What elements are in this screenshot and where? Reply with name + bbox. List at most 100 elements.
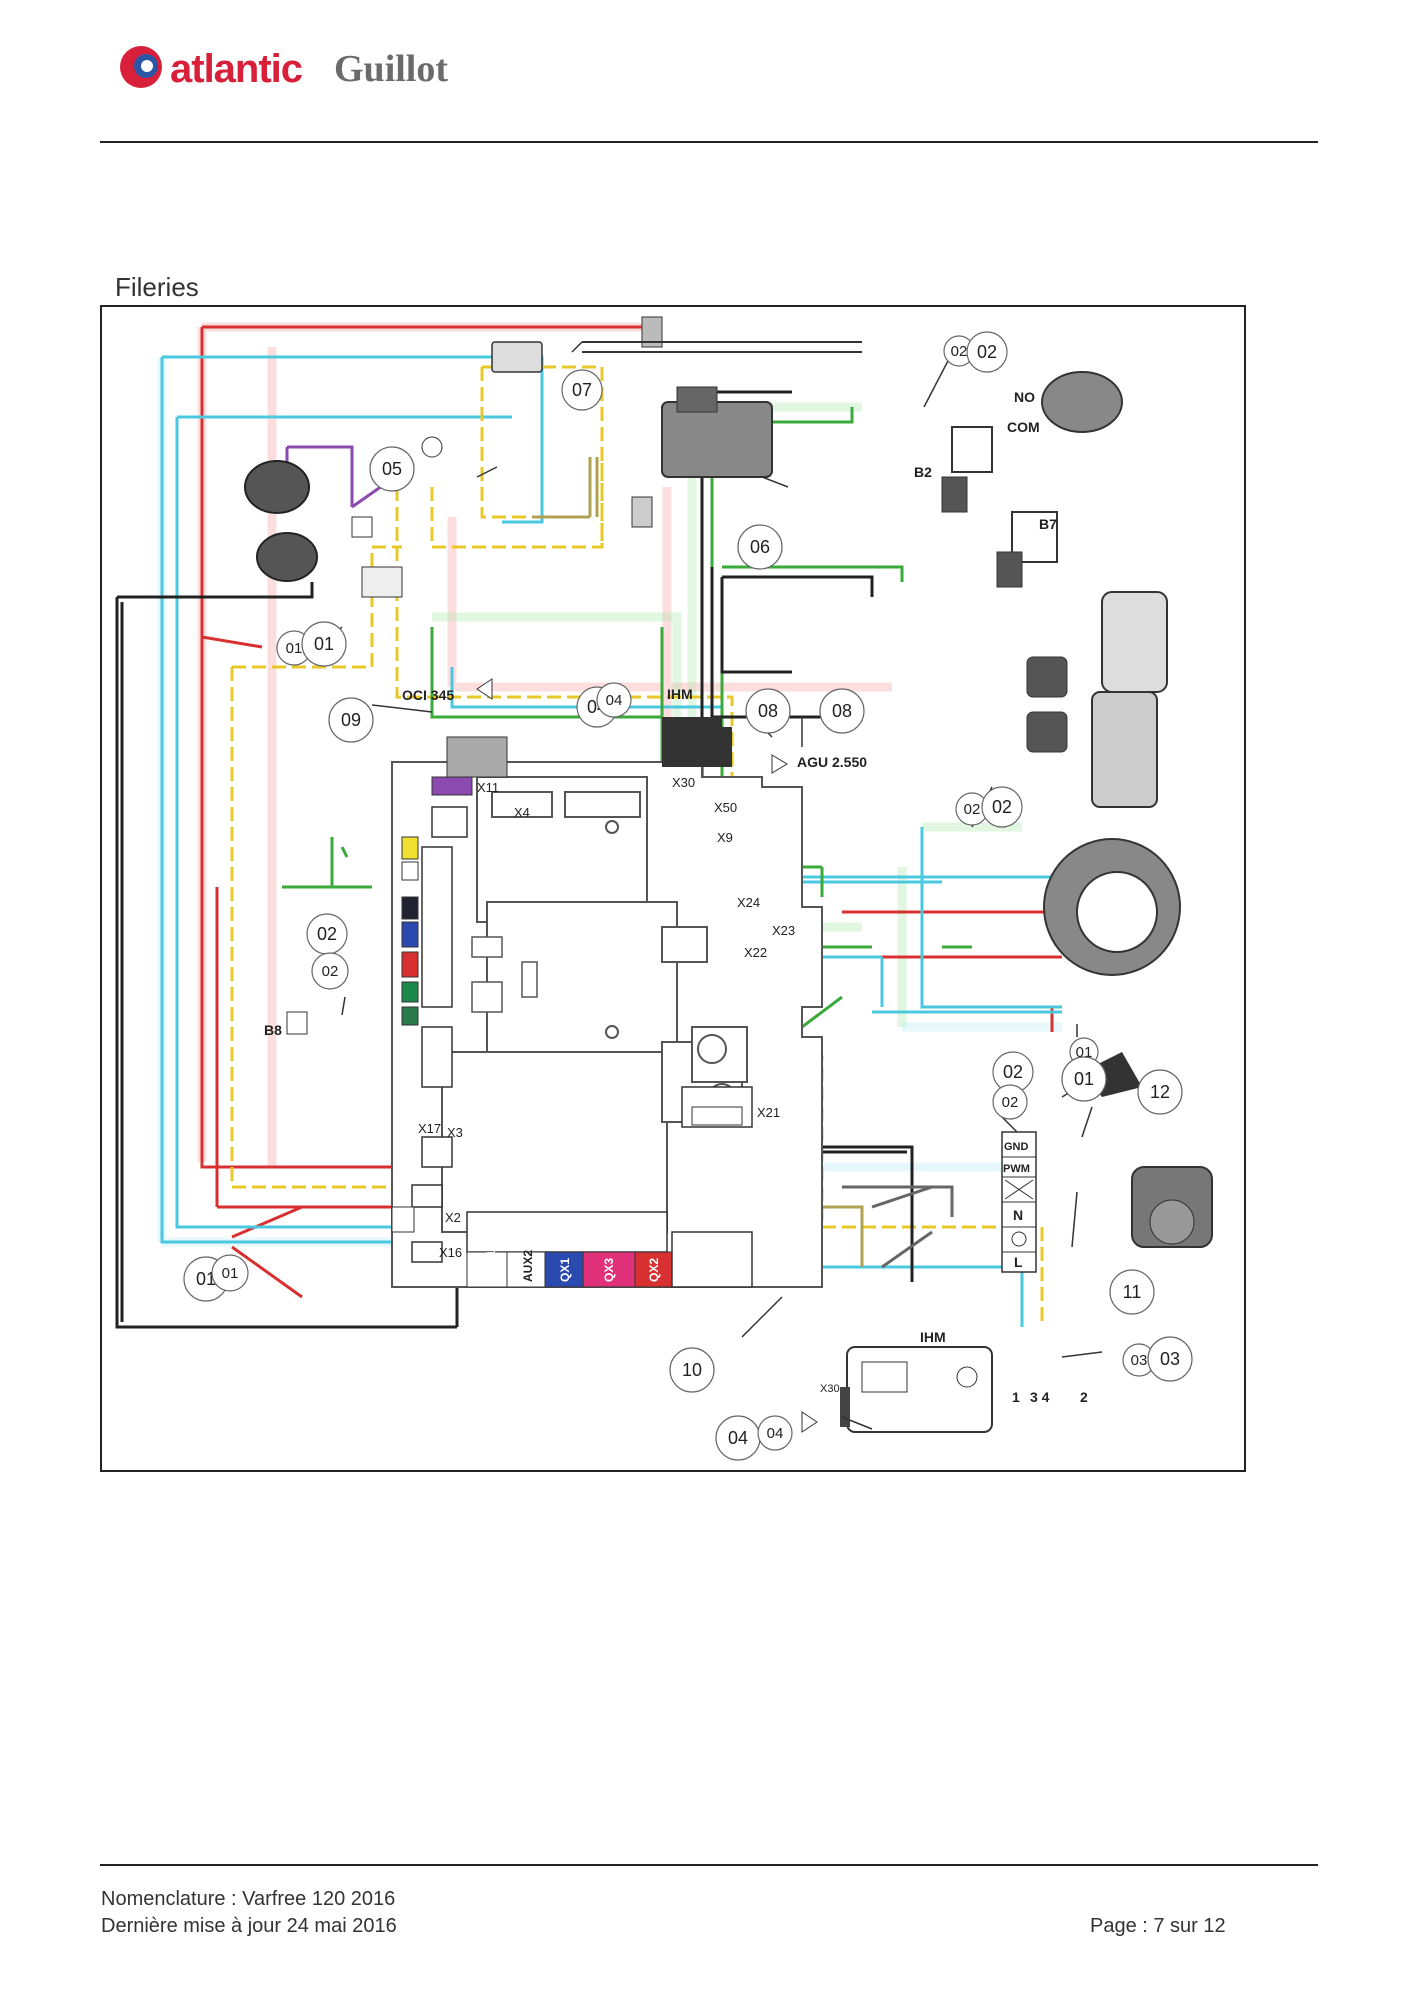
svg-text:03: 03 [1160,1349,1180,1369]
svg-text:02: 02 [964,801,981,818]
label-x9: X9 [717,830,733,845]
svg-text:01: 01 [196,1269,216,1289]
callout-08-a: 08 [745,688,791,734]
label-b8: B8 [264,1022,282,1038]
callout-07: 07 [561,369,603,411]
callout-02-f: 02 [311,952,349,990]
wiring-diagram: .w{fill:none;stroke-width:3;} .halo{fill… [115,316,1213,1461]
label-oci: OCI 345 [402,687,454,703]
label-t2: 2 [1080,1389,1088,1405]
label-qx2: QX2 [647,1258,661,1282]
label-x24: X24 [737,895,760,910]
label-x30b: X30 [820,1383,840,1395]
label-aux1: AUX1 [484,1250,498,1282]
label-x30: X30 [672,775,695,790]
label-t1: 1 [1012,1389,1020,1405]
label-x23: X23 [772,923,795,938]
callout-02-d: 02 [981,786,1023,828]
svg-text:02: 02 [992,797,1012,817]
svg-text:02: 02 [317,924,337,944]
svg-text:05: 05 [382,459,402,479]
svg-text:01: 01 [1076,1044,1093,1061]
label-gnd: GND [1004,1141,1029,1153]
footer-nomenclature: Nomenclature : Varfree 120 2016 [101,1888,396,1910]
svg-text:01: 01 [1074,1069,1094,1089]
callout-04-c: 04 [715,1415,761,1461]
label-pwm: PWM [1003,1163,1030,1175]
svg-text:03: 03 [1131,1352,1148,1369]
label-no: NO [1014,389,1035,405]
svg-text:12: 12 [1150,1082,1170,1102]
callout-03-a: 03 [1122,1343,1156,1377]
label-x50: X50 [714,800,737,815]
callout-01-d: 01 [1061,1056,1107,1102]
svg-text:04: 04 [728,1428,748,1448]
label-t34: 3 4 [1030,1389,1050,1405]
brand-name-part1: atlantic [170,47,303,91]
label-n: N [1013,1207,1023,1223]
svg-text:02: 02 [951,343,968,360]
label-ihm-bottom: IHM [920,1329,946,1345]
label-x11: X11 [477,780,499,795]
label-x17: X17 [418,1121,441,1136]
callout-06: 06 [737,524,783,570]
label-x4: X4 [514,805,530,820]
label-b7: B7 [1039,516,1057,532]
callout-04-d: 04 [757,1415,793,1451]
svg-text:08: 08 [758,701,778,721]
svg-text:02: 02 [1003,1062,1023,1082]
callout-02-h: 02 [992,1084,1028,1120]
wiring-diagram-frame: .w{fill:none;stroke-width:3;} .halo{fill… [100,305,1246,1472]
callout-05: 05 [369,446,415,492]
header-divider [100,141,1318,143]
svg-text:02: 02 [1002,1094,1019,1111]
brand-logo: atlantic Guillot [118,44,498,94]
svg-text:04: 04 [606,692,623,709]
label-x3: X3 [447,1125,463,1140]
label-x16: X16 [439,1245,462,1260]
footer-updated: Dernière mise à jour 24 mai 2016 [101,1915,397,1937]
svg-text:01: 01 [222,1265,239,1282]
footer-divider [100,1864,1318,1866]
callout-02-a: 02 [943,335,975,367]
callout-01-b: 01 [301,621,347,667]
svg-text:09: 09 [341,710,361,730]
label-x2: X2 [445,1210,461,1225]
svg-text:10: 10 [682,1360,702,1380]
callout-02-g: 02 [992,1051,1034,1093]
svg-text:11: 11 [1123,1282,1142,1302]
callout-03-b: 03 [1147,1336,1193,1382]
label-b2: B2 [914,464,932,480]
callout-08-b: 08 [819,688,865,734]
label-x21: X21 [757,1105,780,1120]
callout-12: 12 [1137,1069,1183,1115]
callout-02-e: 02 [306,913,348,955]
logo-swirl-icon [120,46,162,88]
callout-01-f: 01 [211,1254,249,1292]
callout-11: 11 [1109,1269,1155,1315]
svg-text:06: 06 [750,537,770,557]
callout-02-c: 02 [955,792,989,826]
label-qx3: QX3 [602,1258,616,1282]
callout-04-b: 04 [596,682,632,718]
svg-text:01: 01 [286,640,303,657]
callout-09: 09 [328,697,374,743]
label-aux2: AUX2 [521,1250,535,1282]
svg-text:07: 07 [572,380,592,400]
footer-page: Page : 7 sur 12 [1090,1915,1226,1937]
callout-10: 10 [669,1347,715,1393]
label-ihm-top: IHM [667,686,693,702]
label-qx1: QX1 [558,1258,572,1282]
label-x22: X22 [744,945,767,960]
svg-text:01: 01 [314,634,334,654]
callout-02-b: 02 [966,331,1008,373]
svg-text:08: 08 [832,701,852,721]
svg-text:02: 02 [322,963,339,980]
label-l: L [1014,1254,1023,1270]
label-com: COM [1007,419,1040,435]
section-title: Fileries [115,272,199,302]
svg-text:04: 04 [767,1425,784,1442]
label-agu: AGU 2.550 [797,754,867,770]
brand-name-part2: Guillot [334,48,449,90]
svg-text:02: 02 [977,342,997,362]
